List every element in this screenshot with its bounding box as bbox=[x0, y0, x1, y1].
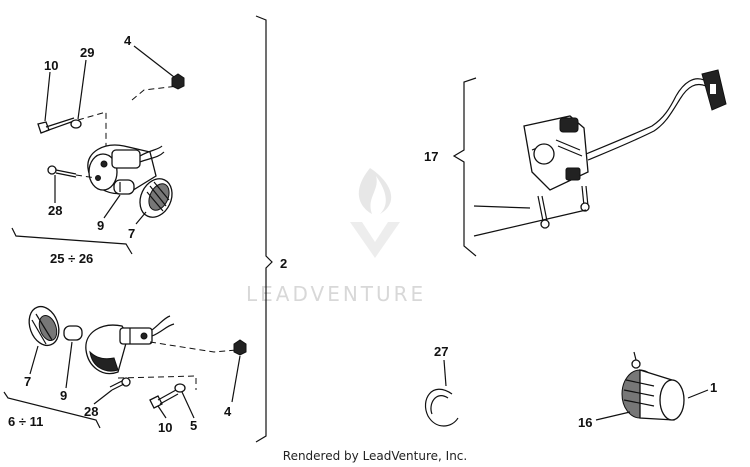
callout-7: 7 bbox=[128, 226, 135, 241]
bolt-icon bbox=[37, 117, 75, 134]
callout-17: 17 bbox=[424, 149, 438, 164]
callout-10: 10 bbox=[44, 58, 58, 73]
horn-icon bbox=[621, 351, 685, 421]
callout-5: 5 bbox=[190, 418, 197, 433]
cable-icon bbox=[585, 78, 707, 161]
washer-icon bbox=[174, 383, 186, 393]
lens-icon bbox=[139, 178, 173, 218]
callout-10: 10 bbox=[158, 420, 172, 435]
callout-6-11: 6 ÷ 11 bbox=[8, 414, 43, 429]
connector-icon bbox=[701, 69, 727, 111]
callout-16: 16 bbox=[578, 415, 592, 430]
handlebar-switch-group bbox=[452, 69, 727, 257]
nut-icon bbox=[233, 339, 247, 356]
bulb-icon bbox=[113, 179, 135, 195]
switch-housing-icon bbox=[523, 115, 589, 191]
watermark-text: LEADVENTURE bbox=[246, 282, 426, 306]
signal-housing-icon bbox=[87, 144, 165, 195]
callout-9: 9 bbox=[60, 388, 67, 403]
callout-27: 27 bbox=[434, 344, 448, 359]
screw-icon bbox=[47, 165, 97, 179]
callout-1: 1 bbox=[710, 380, 717, 395]
bulb-icon bbox=[63, 325, 83, 341]
washer-icon bbox=[70, 119, 82, 129]
callout-4: 4 bbox=[224, 404, 232, 419]
front-turn-signal-group bbox=[11, 45, 185, 255]
callout-9: 9 bbox=[97, 218, 104, 233]
lens-icon bbox=[28, 305, 60, 347]
callout-29: 29 bbox=[80, 45, 94, 60]
screw-icon bbox=[109, 377, 131, 391]
callout-2: 2 bbox=[280, 256, 287, 271]
callout-28: 28 bbox=[48, 203, 62, 218]
leadventure-logo-icon bbox=[350, 168, 400, 258]
rear-turn-signal-group bbox=[3, 305, 247, 429]
callout-7: 7 bbox=[24, 374, 31, 389]
callout-25-26: 25 ÷ 26 bbox=[50, 251, 93, 266]
screw-icon bbox=[537, 195, 550, 229]
circlip-icon bbox=[424, 388, 459, 427]
watermark: LEADVENTURE bbox=[246, 168, 426, 306]
screw-icon bbox=[580, 185, 590, 212]
nut-icon bbox=[171, 73, 185, 90]
brace-2 bbox=[255, 15, 273, 443]
callout-28: 28 bbox=[84, 404, 98, 419]
bolt-icon bbox=[149, 389, 179, 409]
callout-4: 4 bbox=[124, 33, 132, 48]
render-credit: Rendered by LeadVenture, Inc. bbox=[282, 449, 468, 463]
signal-housing-icon bbox=[85, 315, 175, 375]
